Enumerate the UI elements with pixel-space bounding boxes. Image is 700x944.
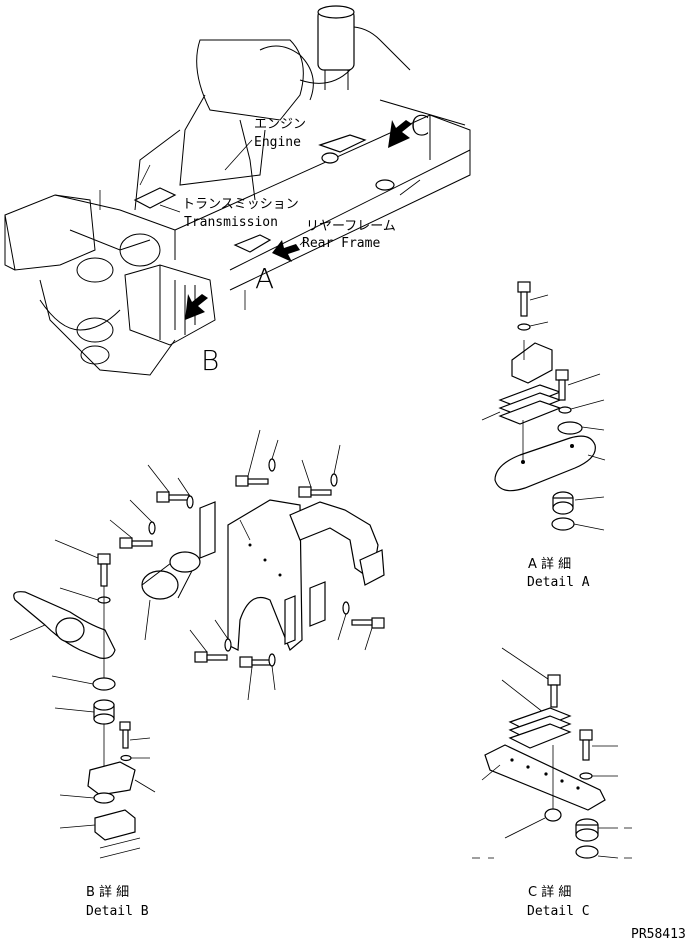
detail-c-drawing: [472, 647, 632, 859]
transmission-en-label: Transmission: [184, 215, 278, 230]
detail-b-bolts: [109, 429, 385, 701]
view-a-label: A: [255, 262, 274, 295]
exhaust-stack: [317, 9, 355, 71]
detail-b-jp-label: B 詳 細: [86, 884, 129, 900]
view-c-label: C: [410, 109, 430, 142]
detail-c-en-label: Detail C: [527, 904, 590, 919]
drawing-code: PR58413: [631, 927, 686, 942]
detail-b-drawing: [9, 429, 385, 859]
arrow-a-icon: [272, 240, 300, 262]
detail-b-en-label: Detail B: [86, 904, 149, 919]
transmission-jp-label: トランスミッション: [182, 197, 299, 212]
engine-en-label: Engine: [254, 135, 301, 150]
arrow-c-icon: [388, 120, 412, 148]
rear-frame-jp-label: リヤーフレーム: [306, 219, 396, 234]
engine-transmission-assembly: [4, 5, 471, 376]
engine-jp-label: エンジン: [254, 117, 306, 132]
detail-a-jp-label: A 詳 細: [528, 556, 571, 572]
rear-frame-en-label: Rear Frame: [302, 236, 380, 251]
detail-c-jp-label: C 詳 細: [528, 884, 571, 900]
detail-a-drawing: [481, 281, 606, 531]
detail-a-en-label: Detail A: [527, 575, 590, 590]
arrow-b-icon: [185, 294, 208, 320]
view-b-label: B: [201, 344, 219, 377]
